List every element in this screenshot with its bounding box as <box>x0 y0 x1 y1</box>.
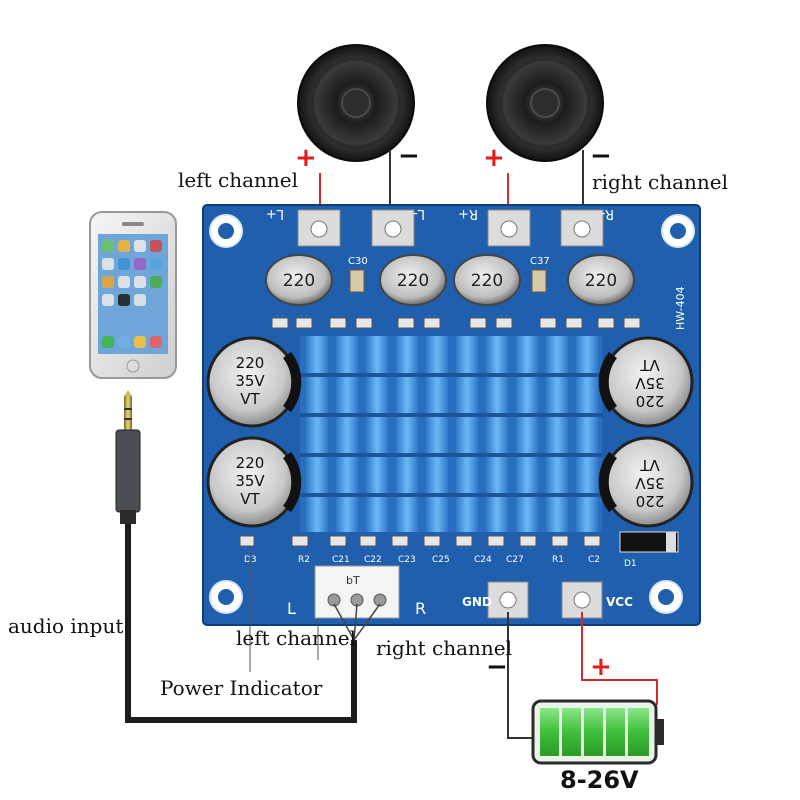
plus-symbol: + <box>483 143 505 173</box>
silk-ref: C27 <box>506 555 524 565</box>
silk-ref: R2 <box>298 555 310 565</box>
leader-lines <box>249 548 319 672</box>
silk-ref: C21 <box>332 555 350 565</box>
silk-lp: L+ <box>266 206 284 221</box>
cap-voltage: 35V <box>635 474 665 492</box>
cap-value: 220 <box>236 354 265 372</box>
silk-ref: C24 <box>474 555 492 565</box>
inductor-label: 220 <box>283 271 315 291</box>
silk-in-l: L <box>287 599 296 618</box>
silk-lm: L- <box>413 206 425 221</box>
inductor-label: 220 <box>471 271 503 291</box>
inductor-label: 220 <box>397 271 429 291</box>
cap-series: VT <box>240 390 260 408</box>
label-right-channel-bottom: right channel <box>376 636 513 660</box>
label-left-channel-top: left channel <box>178 168 299 192</box>
silk-rm: R- <box>600 206 614 221</box>
silk-c30: C30 <box>348 256 368 267</box>
audio-jack <box>115 390 141 524</box>
label-right-channel-top: right channel <box>592 170 729 194</box>
power-wires <box>507 612 658 739</box>
cap-voltage: 35V <box>235 472 265 490</box>
cap-series: VT <box>639 456 659 474</box>
minus-symbol: − <box>590 141 612 171</box>
silk-ref: C25 <box>432 555 450 565</box>
electrolytic-capacitors <box>206 336 694 528</box>
amplifier-board: L+ L- R+ R- C30 C37 HW-404 GND VCC bT L … <box>202 204 701 626</box>
silk-c37: C37 <box>530 256 550 267</box>
silk-ref: C2 <box>588 555 600 565</box>
cap-series: VT <box>240 490 260 508</box>
minus-symbol: − <box>398 141 420 171</box>
minus-symbol: − <box>486 652 508 682</box>
smartphone <box>89 211 177 379</box>
silk-ref: C23 <box>398 555 416 565</box>
heatsink <box>300 336 602 532</box>
cap-voltage: 35V <box>235 372 265 390</box>
silk-rp: R+ <box>458 206 478 221</box>
plus-symbol: + <box>295 143 317 173</box>
battery <box>531 699 664 765</box>
cap-voltage: 35V <box>635 374 665 392</box>
audio-cable <box>125 524 381 723</box>
inductors <box>265 254 635 306</box>
right-speaker <box>486 44 604 162</box>
inductor-label: 220 <box>585 271 617 291</box>
output-terminals <box>297 209 604 247</box>
silk-gnd: GND <box>462 595 492 609</box>
cap-value: 220 <box>236 454 265 472</box>
left-speaker <box>297 44 415 162</box>
cap-series: VT <box>639 356 659 374</box>
silk-ref: R1 <box>552 555 564 565</box>
plus-symbol: + <box>590 652 612 682</box>
silk-bt: bT <box>346 574 360 587</box>
power-terminals <box>487 581 603 619</box>
cap-value: 220 <box>636 392 665 410</box>
silk-model: HW-404 <box>674 286 687 330</box>
silk-ref: D1 <box>624 559 637 569</box>
silk-in-r: R <box>415 599 426 618</box>
label-left-channel-bottom: left channel <box>236 626 357 650</box>
silk-vcc: VCC <box>606 595 633 609</box>
label-power-indicator: Power Indicator <box>160 676 323 700</box>
silk-ref: C22 <box>364 555 382 565</box>
cap-value: 220 <box>636 492 665 510</box>
label-audio-input: audio input <box>8 614 124 638</box>
label-voltage: 8-26V <box>560 766 639 794</box>
